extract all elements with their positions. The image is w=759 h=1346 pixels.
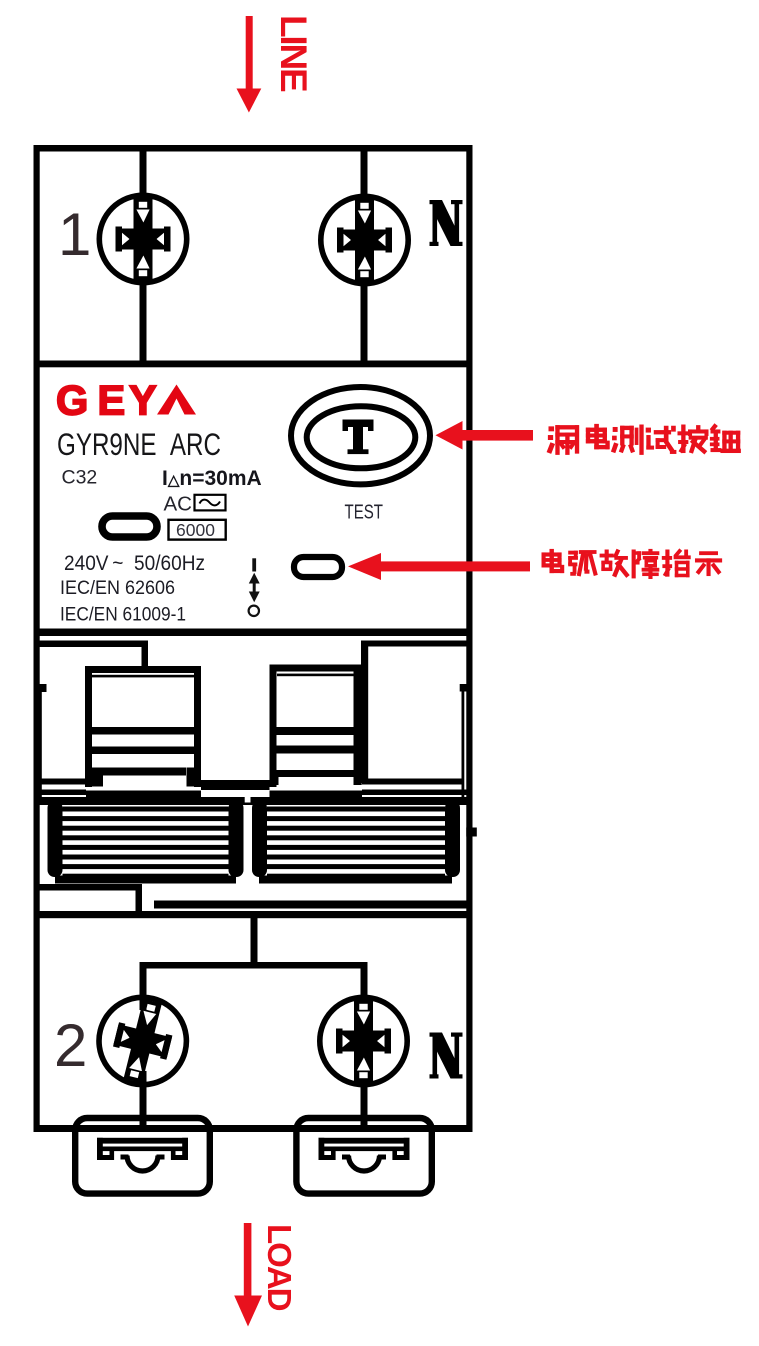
- svg-text:AC: AC: [164, 493, 193, 516]
- svg-text:C32: C32: [62, 467, 98, 489]
- svg-text:E: E: [98, 377, 126, 424]
- svg-text:LINE: LINE: [273, 15, 314, 92]
- svg-text:LOAD: LOAD: [261, 1224, 298, 1311]
- svg-text:GYR9NE ARC: GYR9NE ARC: [57, 426, 221, 462]
- svg-text:2: 2: [54, 1012, 87, 1079]
- svg-text:IEC/EN 61009-1: IEC/EN 61009-1: [60, 604, 186, 625]
- svg-text:240V ~ 50/60Hz: 240V ~ 50/60Hz: [64, 551, 205, 575]
- svg-text:G: G: [56, 377, 88, 424]
- svg-text:I△n=30mA: I△n=30mA: [162, 467, 262, 490]
- svg-text:6000: 6000: [176, 520, 215, 540]
- svg-text:IEC/EN 62606: IEC/EN 62606: [60, 578, 175, 599]
- svg-text:Y: Y: [129, 377, 157, 424]
- svg-text:TEST: TEST: [345, 502, 384, 524]
- svg-text:1: 1: [58, 201, 91, 268]
